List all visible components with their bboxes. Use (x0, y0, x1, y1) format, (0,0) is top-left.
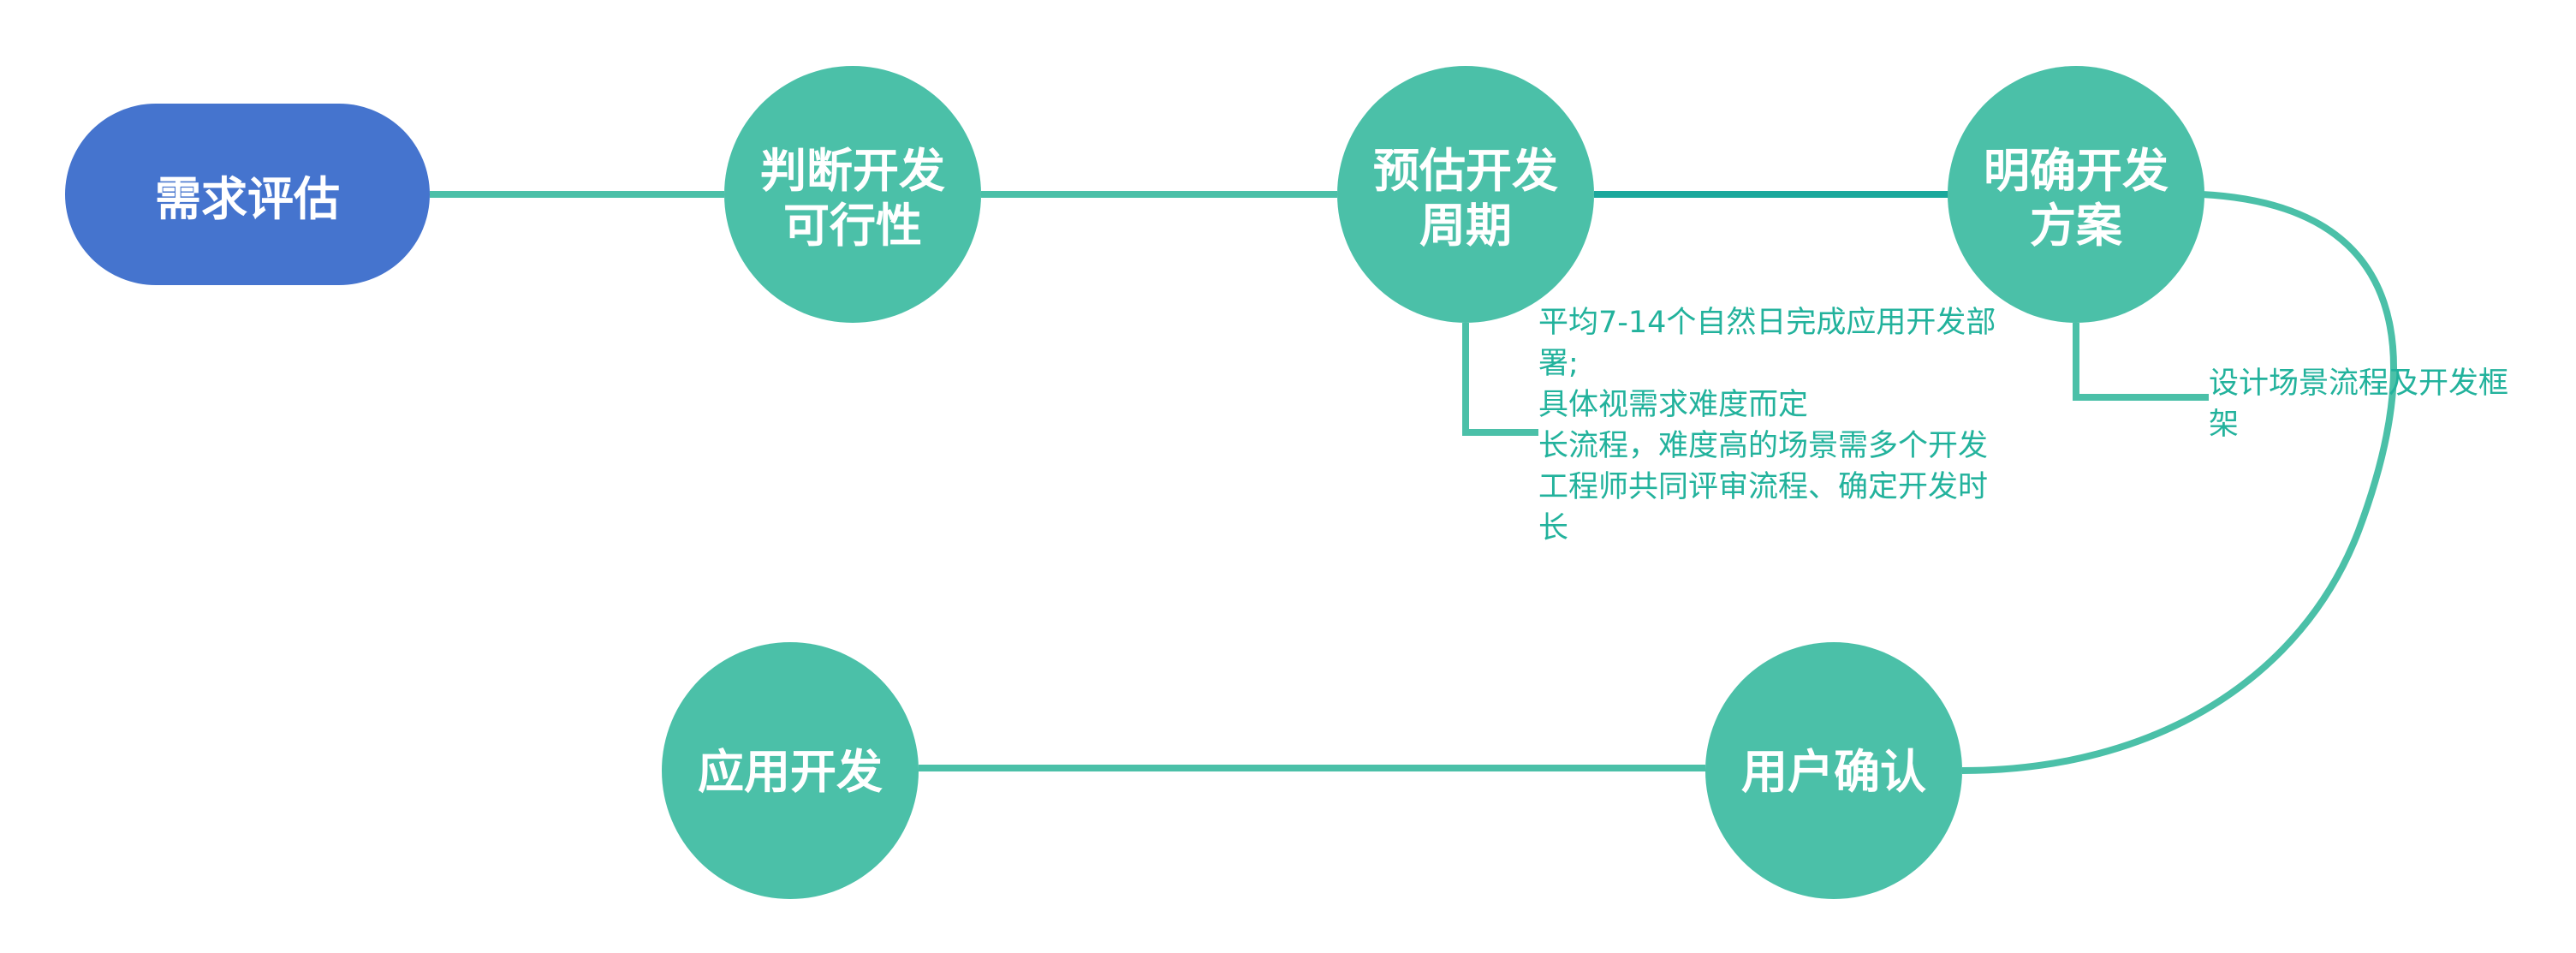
note-estimate-line: 平均7-14个自然日完成应用开发部 (1538, 306, 1996, 340)
note-estimate-line: 署; (1538, 347, 1579, 381)
node-plan-label-line2: 方案 (2030, 199, 2123, 253)
note-estimate-line: 工程师共同评审流程、确定开发时 (1538, 470, 1989, 504)
note-estimate-line: 具体视需求难度而定 (1538, 388, 1809, 422)
note-bracket-plan (2073, 323, 2209, 401)
node-start: 需求评估 (65, 104, 430, 285)
note-estimate: 平均7-14个自然日完成应用开发部 署; 具体视需求难度而定 长流程，难度高的场… (1538, 302, 1996, 549)
connector-plan-confirm (1961, 191, 2397, 774)
node-develop: 应用开发 (662, 642, 919, 899)
node-estimate-label-line1: 预估开发 (1373, 144, 1558, 198)
node-plan: 明确开发 方案 (1948, 66, 2204, 323)
node-start-label: 需求评估 (155, 171, 340, 226)
node-confirm: 用户确认 (1705, 642, 1962, 899)
note-estimate-line: 长 (1538, 511, 1569, 545)
node-estimate: 预估开发 周期 (1337, 66, 1594, 323)
node-develop-label: 应用开发 (698, 745, 883, 799)
node-feasibility-label-line1: 判断开发 (760, 144, 945, 198)
node-confirm-label: 用户确认 (1741, 745, 1926, 799)
note-plan-line: 设计场景流程及开发框 (2209, 366, 2509, 401)
note-plan-line: 架 (2209, 408, 2240, 442)
node-plan-label-line1: 明确开发 (1984, 144, 2168, 198)
node-feasibility: 判断开发 可行性 (724, 66, 981, 323)
note-estimate-line: 长流程，难度高的场景需多个开发 (1538, 429, 1989, 463)
note-plan: 设计场景流程及开发框 架 (2209, 363, 2508, 445)
node-feasibility-label-line2: 可行性 (783, 199, 922, 253)
node-estimate-label-line2: 周期 (1419, 199, 1512, 253)
note-bracket-estimate (1462, 323, 1538, 436)
